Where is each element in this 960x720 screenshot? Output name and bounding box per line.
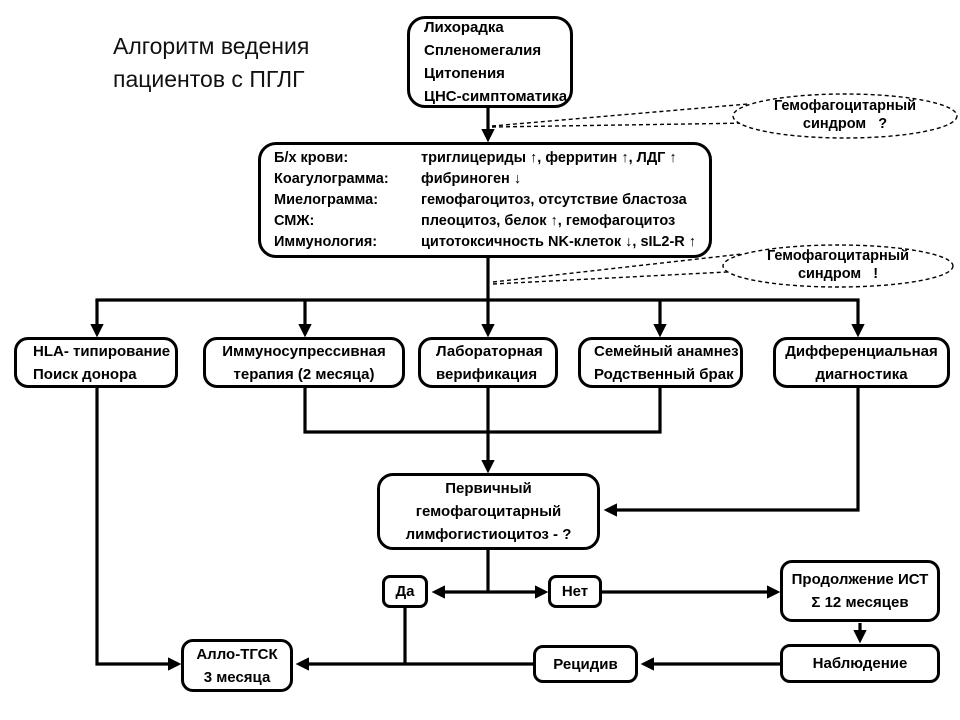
lab-row-value: триглицериды ↑, ферритин ↑, ЛДГ ↑ xyxy=(421,149,677,166)
node-line: лимфогистиоцитоз - ? xyxy=(405,526,572,543)
lab-row: Миелограмма: гемофагоцитоз, отсутствие б… xyxy=(274,190,687,211)
node-line: гемофагоцитарный xyxy=(415,503,562,520)
lab-row: СМЖ: плеоцитоз, белок ↑, гемофагоцитоз xyxy=(274,211,675,232)
node-line: Семейный анамнез xyxy=(594,342,739,360)
node-lab-verification: Лабораторная верификация xyxy=(418,337,558,388)
lab-row-label: Коагулограмма: xyxy=(274,170,389,187)
callout-line: синдром ? xyxy=(802,116,888,132)
callout-confirmed-ellipse xyxy=(722,244,954,288)
connector-hla-allo xyxy=(95,386,182,671)
node-symptoms: Лихорадка Спленомегалия Цитопения ЦНС-си… xyxy=(407,16,573,108)
node-symptoms-line: Цитопения xyxy=(424,65,505,82)
lab-row-label: Иммунология: xyxy=(274,233,378,250)
node-no: Нет xyxy=(548,575,602,608)
node-relapse: Рецидив xyxy=(533,645,638,683)
node-allo-hsct: Алло-ТГСК 3 месяца xyxy=(181,639,293,692)
page-title-line: Алгоритм ведения xyxy=(113,33,310,59)
lab-row-label: СМЖ: xyxy=(274,212,315,229)
node-differential-diagnosis: Дифференциальная диагностика xyxy=(773,337,950,388)
node-line: терапия (2 месяца) xyxy=(233,365,375,383)
node-line: Продолжение ИСТ xyxy=(791,571,929,588)
callout-confirmed-tail-top xyxy=(492,253,743,283)
node-line: Иммуносупрессивная xyxy=(222,342,386,360)
node-line: 3 месяца xyxy=(203,668,271,686)
lab-row: Б/х крови: триглицериды ↑, ферритин ↑, Л… xyxy=(274,148,677,169)
node-line: HLA- типирование xyxy=(33,342,171,360)
node-symptoms-line: ЦНС-симптоматика xyxy=(424,88,568,105)
lab-row: Коагулограмма: фибриноген ↓ xyxy=(274,169,521,190)
callout-suspect-ellipse xyxy=(732,93,958,139)
node-observation: Наблюдение xyxy=(780,644,940,683)
node-yes: Да xyxy=(382,575,428,608)
node-lab-findings: Б/х крови: триглицериды ↑, ферритин ↑, Л… xyxy=(258,142,712,258)
node-ist-continuation: Продолжение ИСТ Σ 12 месяцев xyxy=(780,560,940,622)
callout-hemophagocytic-syndrome-question: Гемофагоцитарный синдром ? xyxy=(733,97,957,133)
page-title: Алгоритм ведения пациентов с ПГЛГ xyxy=(113,30,309,96)
lab-row-value: фибриноген ↓ xyxy=(421,170,522,187)
node-immunosuppressive-therapy: Иммуносупрессивная терапия (2 месяца) xyxy=(203,337,405,388)
callout-line: Гемофагоцитарный xyxy=(773,98,917,114)
callout-line: Гемофагоцитарный xyxy=(766,248,910,264)
callout-suspect-tail-top xyxy=(491,103,749,127)
node-line: диагностика xyxy=(815,365,908,383)
node-primary-hlh-question: Первичный гемофагоцитарный лимфогистиоци… xyxy=(377,473,600,550)
node-line: Рецидив xyxy=(553,655,618,673)
node-line: Σ 12 месяцев xyxy=(811,594,909,611)
node-line: Наблюдение xyxy=(812,655,908,672)
node-symptoms-line: Спленомегалия xyxy=(424,42,542,59)
callout-suspect-tail-bottom xyxy=(491,122,753,128)
lab-row-label: Б/х крови: xyxy=(274,149,349,166)
node-line: Алло-ТГСК xyxy=(196,645,278,663)
node-line: Лабораторная xyxy=(436,342,543,360)
callout-confirmed-tail-bottom xyxy=(492,270,747,285)
lab-row-value: гемофагоцитоз, отсутствие бластоза xyxy=(421,191,687,208)
node-line: Первичный xyxy=(445,480,532,497)
callout-line: синдром ! xyxy=(797,266,879,282)
connector-diff-primary xyxy=(603,388,860,517)
node-line: Да xyxy=(395,583,415,600)
node-hla-typing: HLA- типирование Поиск донора xyxy=(14,337,178,388)
lab-row-label: Миелограмма: xyxy=(274,191,379,208)
node-symptoms-line: Лихорадка xyxy=(424,19,504,36)
page-title-line: пациентов с ПГЛГ xyxy=(113,66,305,92)
callout-hemophagocytic-syndrome-confirmed: Гемофагоцитарный синдром ! xyxy=(723,247,953,283)
node-family-history: Семейный анамнез Родственный брак xyxy=(578,337,743,388)
lab-row-value: плеоцитоз, белок ↑, гемофагоцитоз xyxy=(421,212,676,229)
node-line: Нет xyxy=(561,583,589,600)
node-line: Дифференциальная xyxy=(785,342,938,360)
node-line: Родственный брак xyxy=(594,365,734,383)
lab-row-value: цитотоксичность NK-клеток ↓, sIL2-R ↑ xyxy=(421,233,697,250)
node-line: верификация xyxy=(436,365,538,383)
node-line: Поиск донора xyxy=(33,365,137,383)
lab-row: Иммунология: цитотоксичность NK-клеток ↓… xyxy=(274,232,696,253)
